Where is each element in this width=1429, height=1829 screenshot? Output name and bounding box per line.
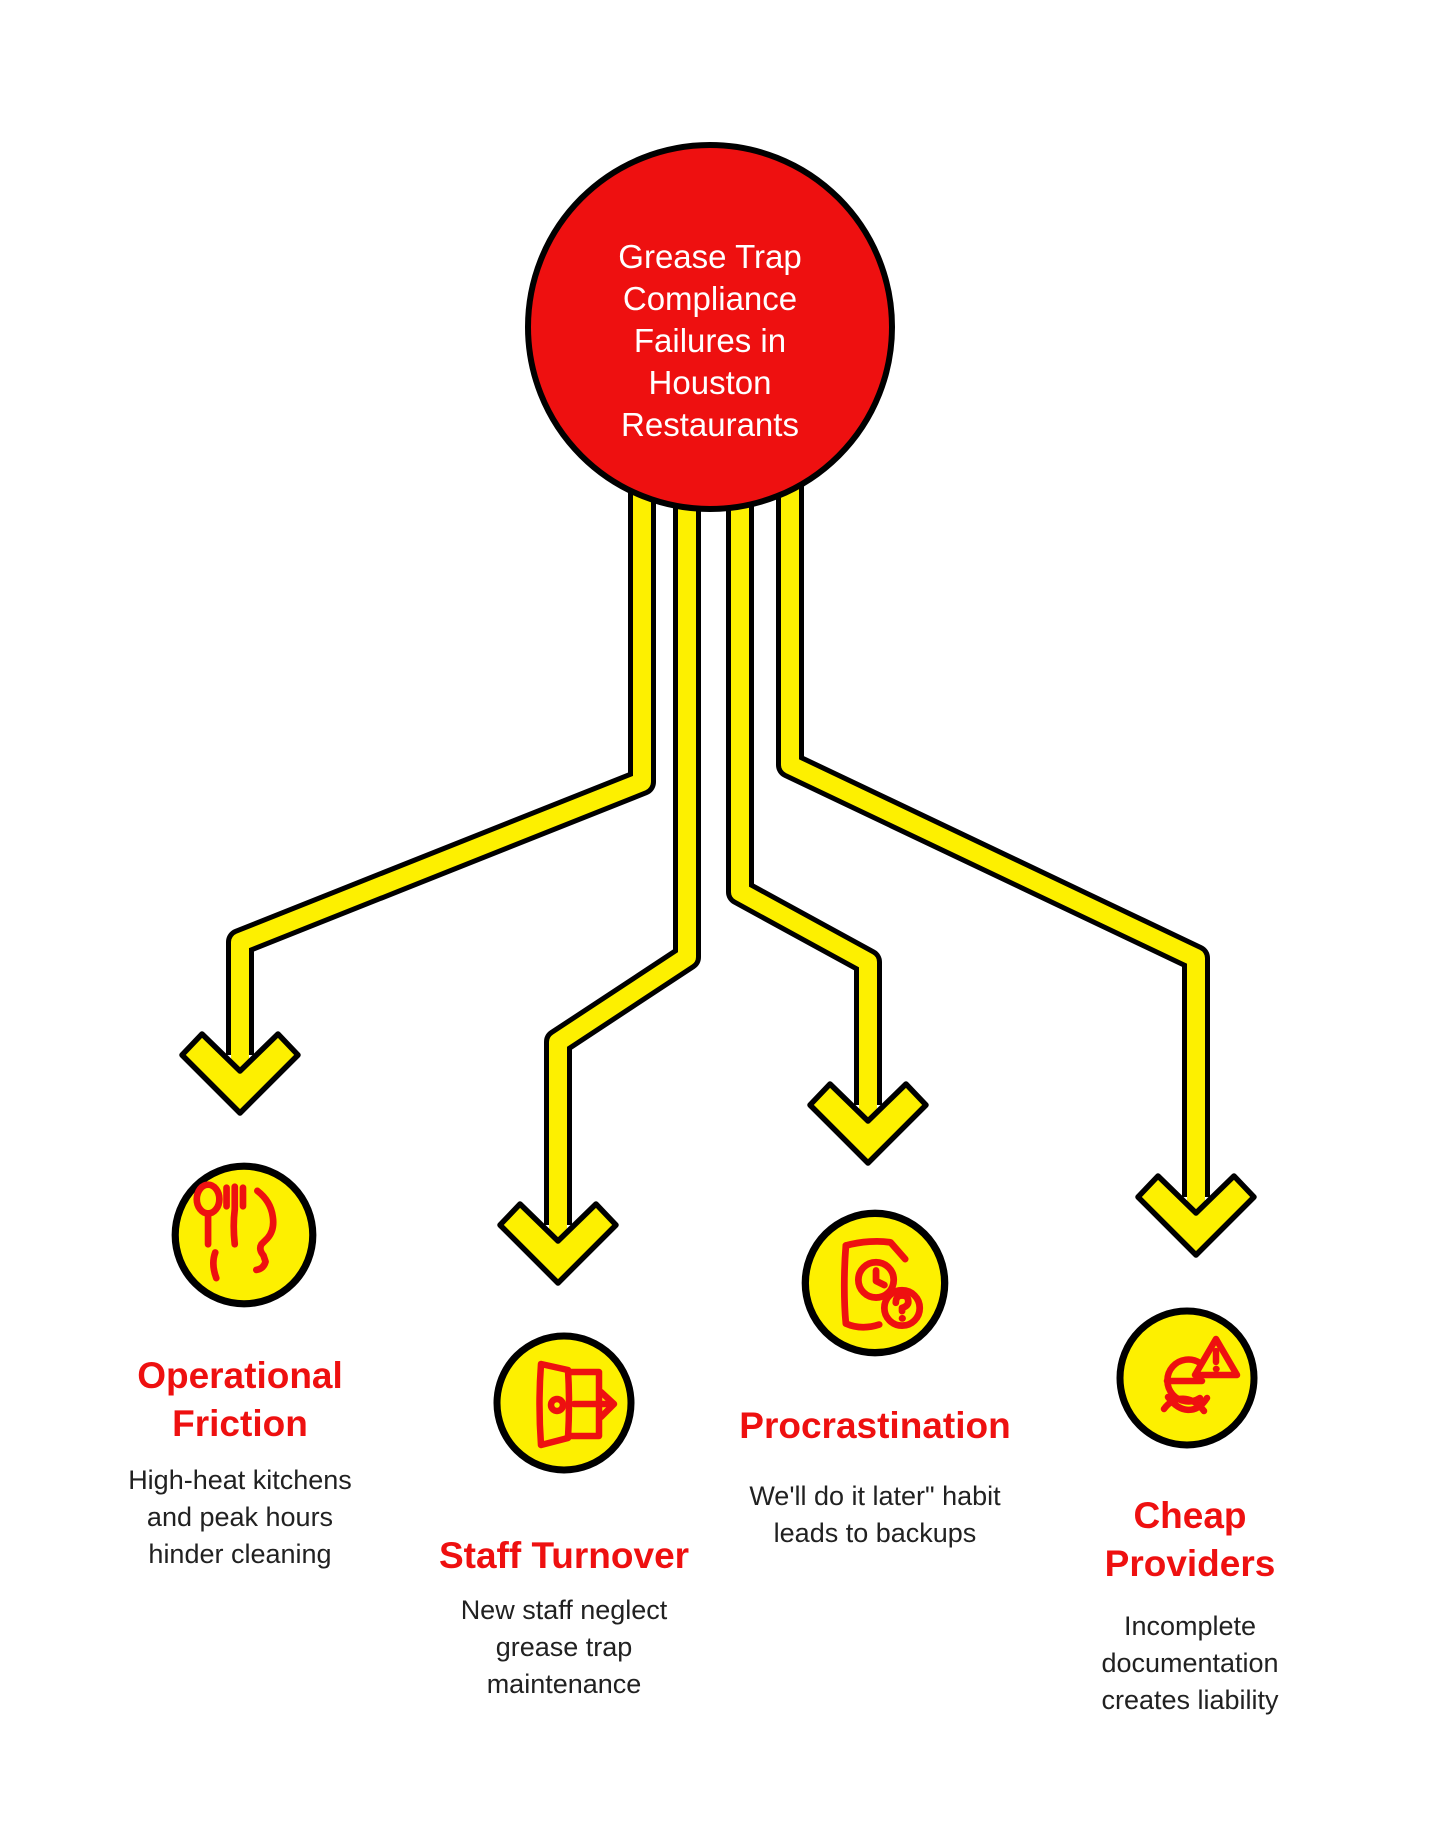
- crossed-euro-warning-icon: [1116, 1307, 1258, 1449]
- cause-label-cheap-providers: Cheap Providers: [1104, 1495, 1276, 1584]
- cause-description-cheap-providers: Incomplete documentation creates liabili…: [1101, 1611, 1279, 1715]
- arrow-to-procrastination: [726, 470, 929, 1166]
- arrow-to-staff-turnover: [497, 470, 701, 1286]
- cause-description-operational-friction: High-heat kitchens and peak hours hinder…: [128, 1465, 352, 1569]
- root-node: Grease Trap Compliance Failures in Houst…: [525, 142, 895, 512]
- exit-door-icon: [493, 1332, 635, 1474]
- root-node-title: Grease Trap Compliance Failures in Houst…: [618, 238, 802, 443]
- utensils-head-icon: [171, 1162, 317, 1308]
- document-clock-question-icon: [801, 1209, 949, 1357]
- arrow-to-operational-friction: [179, 455, 656, 1116]
- cause-description-staff-turnover: New staff neglect grease trap maintenanc…: [460, 1595, 668, 1699]
- cause-label-procrastination: Procrastination: [739, 1405, 1011, 1446]
- cause-label-operational-friction: Operational Friction: [137, 1355, 343, 1444]
- arrow-to-cheap-providers: [776, 470, 1257, 1258]
- cause-description-procrastination: We'll do it later" habit leads to backup…: [749, 1481, 1001, 1548]
- cause-label-staff-turnover: Staff Turnover: [438, 1535, 690, 1576]
